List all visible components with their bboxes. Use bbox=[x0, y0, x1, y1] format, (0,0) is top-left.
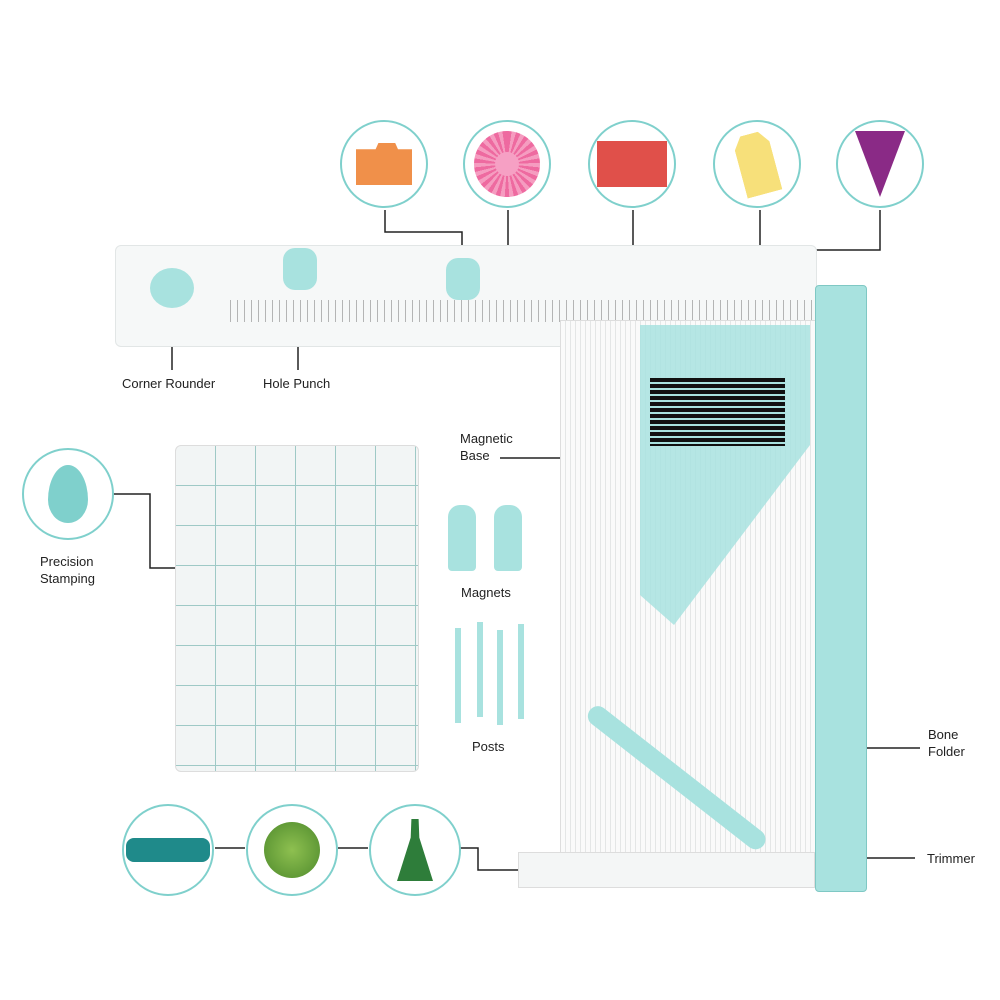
folder-tab-circle bbox=[340, 120, 428, 208]
hole-punch-tool[interactable] bbox=[283, 248, 317, 290]
label-corner-rounder: Corner Rounder bbox=[122, 376, 216, 391]
post[interactable] bbox=[497, 630, 503, 725]
post[interactable] bbox=[477, 622, 483, 717]
post[interactable] bbox=[455, 628, 461, 723]
rosette-circle bbox=[463, 120, 551, 208]
corner-rounder-tool[interactable] bbox=[150, 268, 194, 308]
trimmer[interactable] bbox=[815, 285, 867, 892]
bottom-ruler bbox=[518, 852, 815, 888]
label-trimmer: Trimmer bbox=[927, 851, 975, 866]
post[interactable] bbox=[518, 624, 524, 719]
tassel-icon bbox=[397, 819, 433, 881]
folder-tab-icon bbox=[356, 143, 412, 185]
chart-table bbox=[650, 378, 785, 446]
rosette-icon bbox=[474, 131, 540, 197]
ribbon-circle bbox=[122, 804, 214, 896]
pennant-icon bbox=[855, 131, 905, 197]
leaf-circle bbox=[22, 448, 114, 540]
ribbon-bow-icon bbox=[126, 838, 210, 862]
folder-punch-tool[interactable] bbox=[446, 258, 480, 300]
tag-circle bbox=[713, 120, 801, 208]
label-posts: Posts bbox=[472, 739, 505, 754]
envelope-icon bbox=[597, 141, 667, 187]
pennant-circle bbox=[836, 120, 924, 208]
envelope-circle bbox=[588, 120, 676, 208]
pompom-circle bbox=[246, 804, 338, 896]
precision-stamping-platform bbox=[175, 445, 419, 772]
magnet[interactable] bbox=[494, 505, 522, 571]
tassel-circle bbox=[369, 804, 461, 896]
leaf-icon bbox=[48, 465, 88, 523]
label-hole-punch: Hole Punch bbox=[263, 376, 331, 391]
ruler bbox=[230, 300, 820, 322]
tag-icon bbox=[732, 129, 783, 198]
magnet[interactable] bbox=[448, 505, 476, 571]
label-magnets: Magnets bbox=[461, 585, 511, 600]
pompom-icon bbox=[264, 822, 320, 878]
